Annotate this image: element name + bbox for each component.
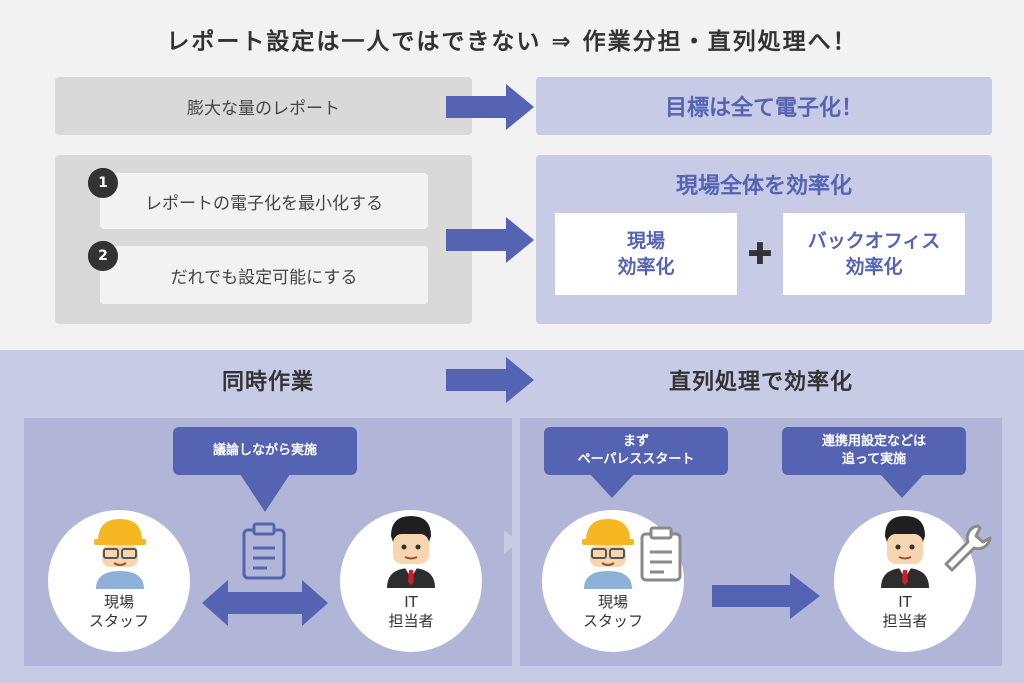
clipboard-icon: [242, 522, 286, 580]
field-efficiency-line2: 効率化: [617, 256, 675, 278]
bubble-tail: [240, 474, 290, 512]
it-label-line2: 担当者: [388, 612, 434, 630]
measure-item-1: レポートの電子化を最小化する: [100, 173, 428, 229]
worker-avatar-icon: [94, 519, 146, 589]
field-efficiency-card: 現場 効率化: [555, 213, 737, 295]
report-volume-box: 膨大な量のレポート: [55, 77, 472, 135]
measure-item-2-text: だれでも設定可能にする: [170, 267, 358, 288]
measure-item-1-text: レポートの電子化を最小化する: [145, 193, 383, 214]
backoffice-efficiency-line1: バックオフィス: [807, 230, 941, 252]
arrow-right-icon: [446, 84, 534, 130]
bubble-tail: [590, 474, 634, 498]
goal-text: 目標は全て電子化！: [664, 96, 863, 121]
it-label-line2: 担当者: [882, 612, 928, 630]
paperless-bubble-line2: ペーパレススタート: [577, 452, 695, 467]
staff-label-line2: スタッフ: [88, 612, 149, 630]
arrow-right-icon: [446, 217, 534, 263]
followup-bubble-line2: 追って実施: [841, 452, 907, 467]
arrow-right-icon: [446, 357, 534, 403]
double-arrow-icon: [202, 580, 328, 626]
efficiency-title: 現場全体を効率化: [675, 174, 852, 199]
report-volume-text: 膨大な量のレポート: [187, 98, 340, 119]
businessman-avatar-icon: [387, 516, 435, 588]
discussion-bubble-text: 議論しながら実施: [212, 443, 317, 458]
simultaneous-work-title: 同時作業: [221, 370, 314, 395]
it-label-line1: IT: [404, 593, 418, 611]
paperless-bubble-line1: まず: [622, 434, 649, 449]
staff-label-right: 現場 スタッフ: [542, 593, 684, 631]
worker-avatar-icon: [582, 519, 634, 589]
chevron-right-icon: [504, 530, 518, 554]
it-label-left: IT 担当者: [340, 593, 482, 631]
step-number-2-badge: 2: [88, 241, 118, 271]
step-number-1-badge: 1: [88, 168, 118, 198]
serial-processing-title: 直列処理で効率化: [668, 370, 853, 395]
followup-bubble-line1: 連携用設定などは: [821, 434, 926, 449]
page-title: レポート設定は一人ではできない ⇒ 作業分担・直列処理へ！: [166, 29, 858, 55]
paperless-bubble: まず ペーパレススタート: [544, 427, 728, 475]
it-label-line1: IT: [898, 593, 912, 611]
followup-bubble: 連携用設定などは 追って実施: [782, 427, 966, 475]
staff-label-line2: スタッフ: [582, 612, 643, 630]
staff-label-line1: 現場: [103, 593, 134, 611]
clipboard-icon: [640, 526, 682, 582]
plus-icon: ✚: [747, 236, 773, 272]
staff-label-line1: 現場: [597, 593, 628, 611]
wrench-icon: [944, 524, 992, 572]
measure-item-2: だれでも設定可能にする: [100, 246, 428, 304]
businessman-avatar-icon: [881, 516, 929, 588]
goal-box: 目標は全て電子化！: [536, 77, 992, 135]
backoffice-efficiency-card: バックオフィス 効率化: [783, 213, 965, 295]
it-label-right: IT 担当者: [834, 593, 976, 631]
bubble-tail: [880, 474, 924, 498]
field-efficiency-line1: 現場: [626, 230, 665, 252]
staff-label-left: 現場 スタッフ: [48, 593, 190, 631]
discussion-bubble: 議論しながら実施: [173, 427, 357, 475]
backoffice-efficiency-line2: 効率化: [845, 256, 903, 278]
arrow-right-icon: [712, 573, 820, 619]
